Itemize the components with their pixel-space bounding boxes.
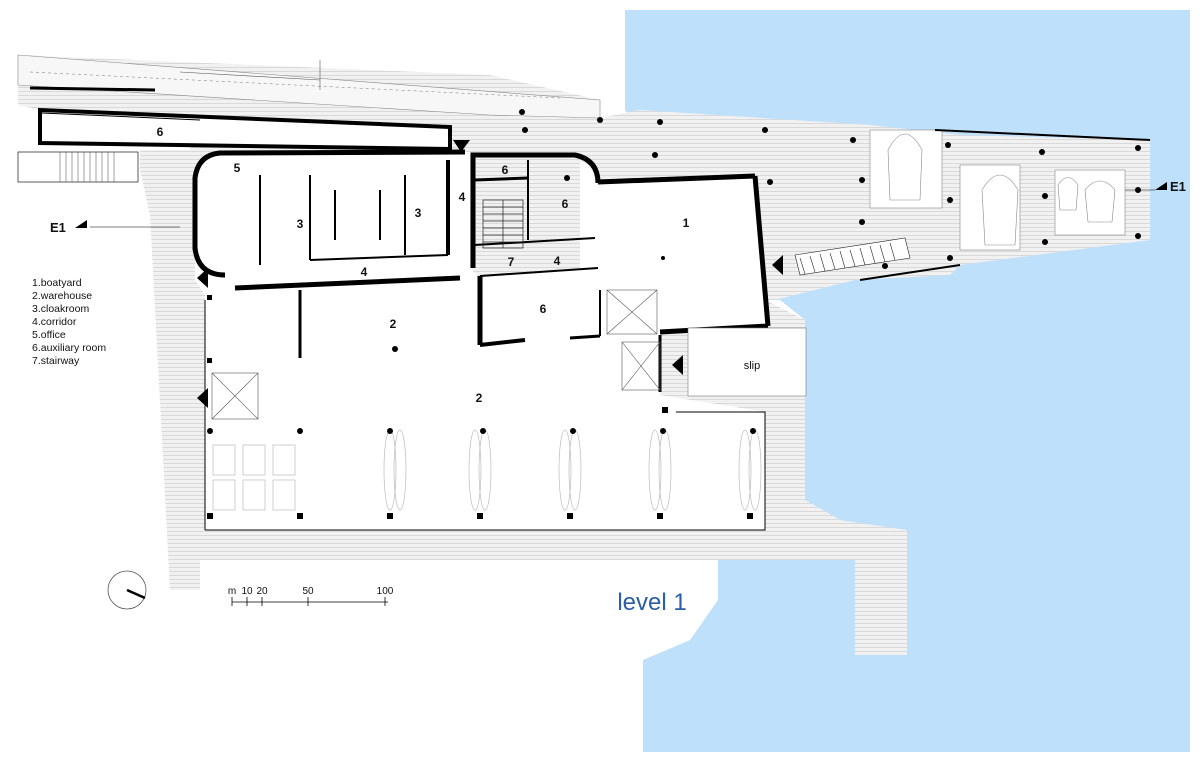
room-label-corridor-a: 4 (459, 190, 466, 204)
entrance-triangle-icon (197, 140, 783, 408)
scale-tick-label: 10 (241, 586, 253, 597)
legend-item: 2.warehouse (32, 290, 92, 302)
room-label-boatyard: 1 (683, 216, 690, 230)
room-label-aux-right: 6 (562, 197, 569, 211)
section-label-right: E1 (1170, 179, 1186, 194)
room-label-aux-top: 6 (157, 125, 164, 139)
section-cut-icon (75, 182, 1167, 228)
legend: 1.boatyard 2.warehouse 3.cloakroom 4.cor… (32, 277, 106, 367)
scale-bar: m 10 20 50 100 (228, 586, 394, 606)
room-label-office: 5 (234, 161, 241, 175)
slip-label: slip (744, 360, 761, 372)
kayak-racks (212, 429, 762, 511)
lift-shafts (211, 289, 661, 420)
legend-item: 5.office (32, 329, 66, 341)
gangway (794, 237, 961, 281)
boat-slots (869, 129, 1151, 251)
north-arrow-icon (107, 570, 147, 610)
scale-tick-label: 20 (256, 586, 268, 597)
walls (38, 107, 771, 531)
scale-unit: m (228, 586, 236, 597)
level-title: level 1 (617, 589, 686, 616)
room-label-corridor-b: 4 (361, 265, 368, 279)
legend-item: 4.corridor (32, 316, 77, 328)
room-label-cloakroom-a: 3 (297, 217, 304, 231)
room-label-warehouse-b: 2 (476, 391, 483, 405)
room-label-stairway: 7 (508, 255, 515, 269)
room-label-warehouse-a: 2 (390, 317, 397, 331)
columns (207, 109, 1141, 519)
legend-item: 3.cloakroom (32, 303, 89, 315)
scale-tick-label: 50 (302, 586, 314, 597)
room-label-cloakroom-b: 3 (415, 206, 422, 220)
external-stair-left (17, 151, 139, 183)
slip-area (687, 327, 807, 397)
road-strip (17, 54, 601, 119)
legend-item: 7.stairway (32, 355, 80, 367)
section-label-left: E1 (50, 220, 66, 235)
legend-item: 1.boatyard (32, 277, 82, 289)
internal-stairway (482, 199, 524, 249)
legend-item: 6.auxiliary room (32, 342, 106, 354)
room-label-corridor-c: 4 (554, 254, 561, 268)
room-label-aux-stair: 6 (502, 163, 509, 177)
scale-tick-label: 100 (377, 586, 394, 597)
room-label-aux-bottom: 6 (540, 302, 547, 316)
